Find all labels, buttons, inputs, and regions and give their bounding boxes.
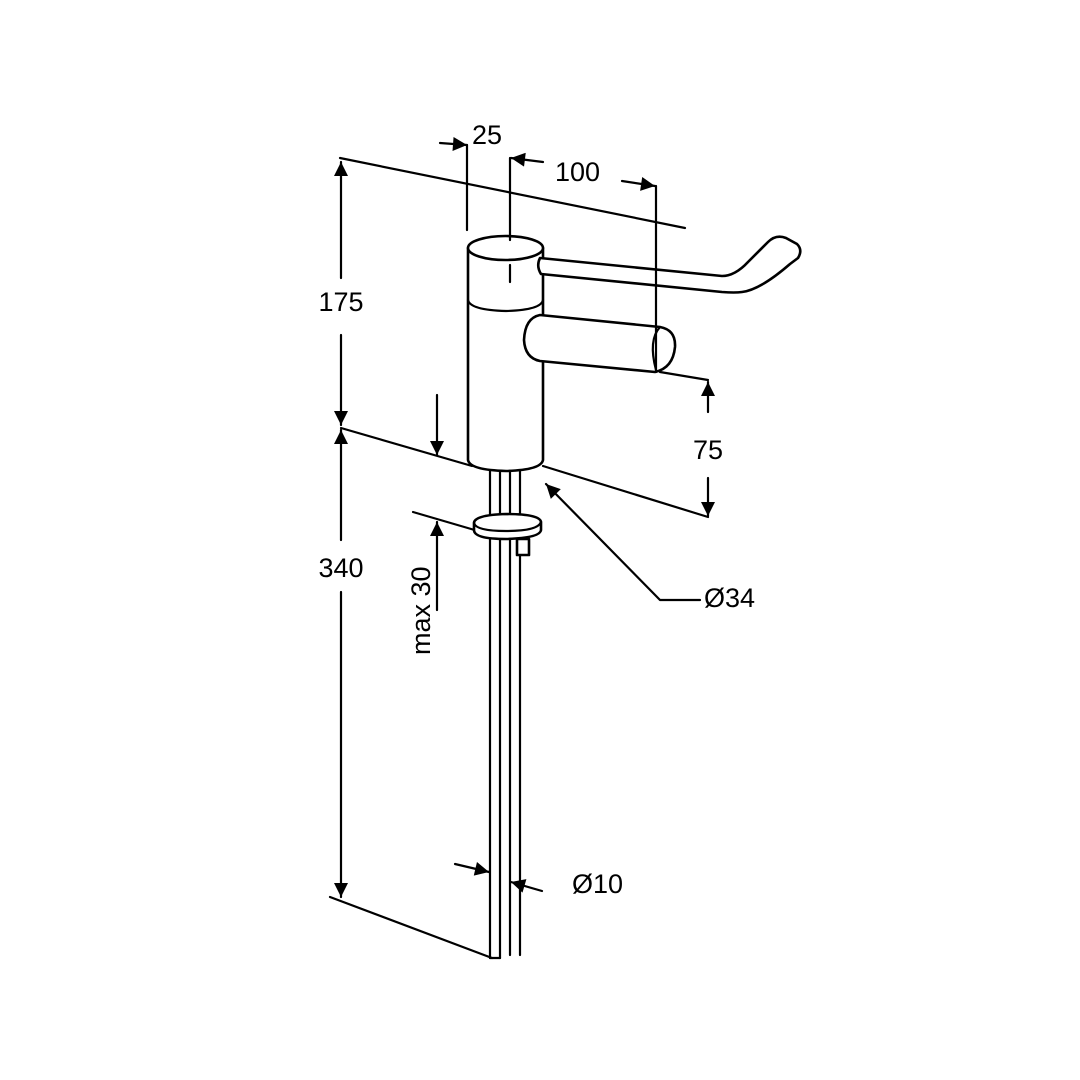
dimension-75: 75 [693, 380, 723, 518]
dimension-label-175: 175 [318, 287, 363, 317]
dimension-100: 100 [508, 152, 658, 374]
reference-lines [328, 156, 710, 960]
dimension-diameter-10: Ø10 [453, 861, 623, 899]
dimension-label-75: 75 [693, 435, 723, 465]
dimension-label-25: 25 [472, 120, 502, 150]
lever-handle [536, 235, 802, 294]
dimension-label-d10: Ø10 [572, 869, 623, 899]
dimension-label-max-30: max 30 [406, 566, 436, 655]
dimension-diameter-34: Ø34 [544, 482, 755, 613]
mounting-washer [472, 512, 543, 557]
dimension-label-100: 100 [555, 157, 600, 187]
dimension-25: 25 [438, 120, 502, 232]
dimension-label-340: 340 [318, 553, 363, 583]
dimension-340: 340 [318, 428, 364, 899]
dimension-max-30: max 30 [406, 393, 444, 655]
dimension-175: 175 [318, 160, 364, 427]
dimension-label-d34: Ø34 [704, 583, 755, 613]
spout [522, 313, 677, 374]
faucet-body [466, 234, 545, 473]
supply-pipes [488, 466, 522, 960]
